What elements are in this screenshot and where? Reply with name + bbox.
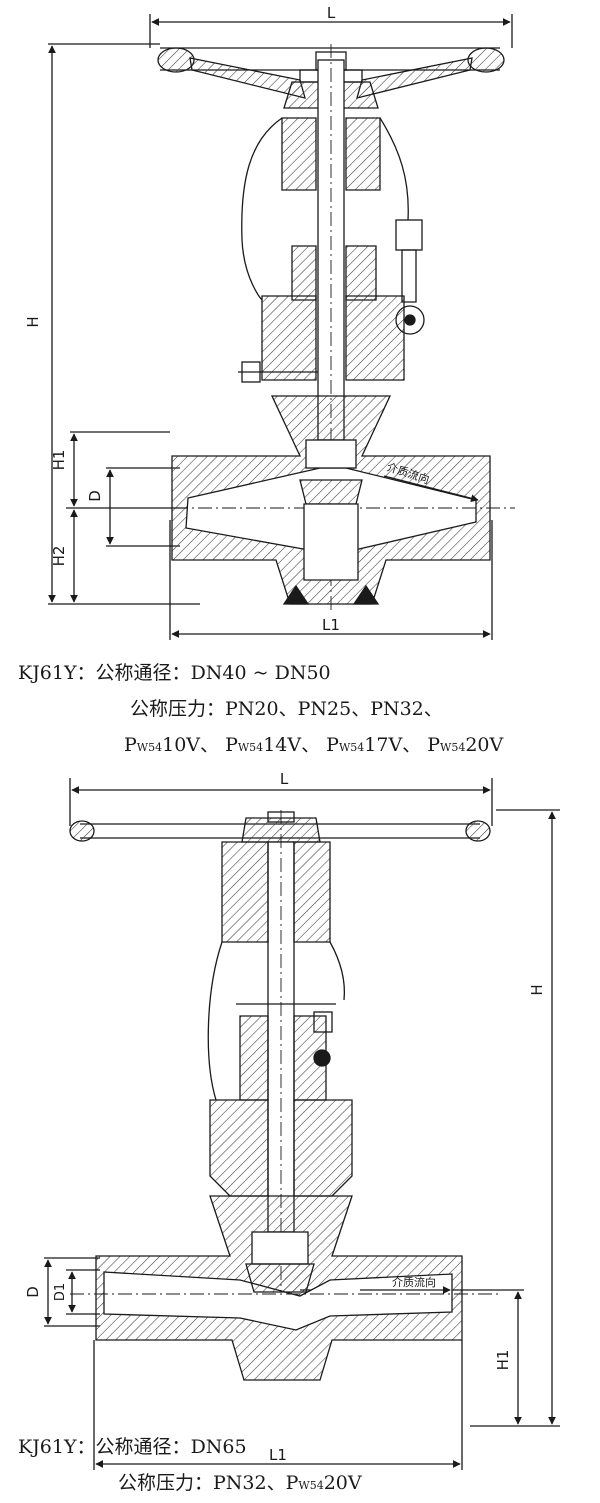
lower-pressure-label: 公称压力： bbox=[118, 1472, 214, 1494]
upper-caption-line2: 公称压力：PN20、PN25、PN32、 bbox=[130, 698, 443, 720]
upper-dim-h1-label: H1 bbox=[50, 450, 68, 471]
lower-dim-h1-label: H1 bbox=[494, 1350, 512, 1371]
lower-dim-l: L bbox=[69, 770, 493, 826]
lower-flow-label: 介质流向 bbox=[392, 1275, 436, 1289]
lower-pressure-values: PN32、 bbox=[213, 1472, 286, 1494]
upper-dim-h-label: H bbox=[24, 316, 42, 327]
upper-model-sep: ： bbox=[76, 662, 96, 684]
upper-pw-item: PW5414V、 bbox=[225, 734, 321, 756]
lower-caption-line1: KJ61Y：公称通径：DN65 bbox=[18, 1436, 247, 1458]
lower-pw-item: PW5420V bbox=[285, 1472, 362, 1494]
lower-bore-label: 公称通径： bbox=[95, 1436, 191, 1458]
upper-bore-label: 公称通径： bbox=[95, 662, 191, 684]
lower-dim-l1: L1 bbox=[93, 1340, 463, 1470]
upper-dim-l1: L1 bbox=[169, 520, 493, 640]
upper-pw-item: PW5417V、 bbox=[326, 734, 422, 756]
lower-bore-value: DN65 bbox=[190, 1436, 247, 1458]
upper-dim-l-label: L bbox=[327, 4, 336, 22]
lower-caption-line2: 公称压力：PN32、PW5420V bbox=[118, 1472, 362, 1497]
upper-valve-drawing: L H H1 H2 D D1 L1 bbox=[24, 4, 515, 640]
upper-caption-line1: KJ61Y：公称通径：DN40 ~ DN50 bbox=[18, 662, 331, 684]
lower-yoke bbox=[207, 841, 346, 1101]
upper-caption-line3: PW5410V、 PW5414V、 PW5417V、 PW5420V bbox=[124, 734, 503, 759]
lower-dim-h-label: H bbox=[528, 984, 546, 995]
upper-bore-value: DN40 ~ DN50 bbox=[190, 662, 331, 684]
upper-pressure-values: PN20、PN25、PN32、 bbox=[225, 698, 443, 720]
lower-dim-l1-label: L1 bbox=[269, 1446, 287, 1464]
lower-model-sep: ： bbox=[76, 1436, 96, 1458]
upper-body: 介质流向 bbox=[150, 395, 515, 605]
upper-dim-h2-label: H2 bbox=[50, 546, 68, 567]
upper-bonnet bbox=[238, 117, 409, 383]
lower-dim-d-label: D bbox=[24, 1286, 42, 1298]
upper-stem bbox=[317, 44, 345, 612]
lower-handwheel bbox=[69, 811, 491, 843]
upper-pressure-label: 公称压力： bbox=[130, 698, 226, 720]
upper-pw-item: PW5420V bbox=[427, 734, 504, 756]
lower-model: KJ61Y bbox=[18, 1436, 77, 1458]
upper-pw-item: PW5410V、 bbox=[124, 734, 220, 756]
upper-model: KJ61Y bbox=[18, 662, 77, 684]
upper-dim-l1-label: L1 bbox=[322, 616, 340, 634]
lower-body: 介质流向 bbox=[70, 1195, 500, 1381]
lower-dim-d1-label: D1 bbox=[53, 1283, 68, 1301]
upper-eyebolt bbox=[395, 219, 425, 335]
lower-dim-d: D D1 bbox=[24, 1257, 100, 1327]
lower-valve-drawing: L H H1 D D1 L1 bbox=[24, 770, 560, 1470]
upper-dim-d-label: D bbox=[86, 490, 104, 502]
lower-dim-l-label: L bbox=[280, 770, 289, 788]
upper-dim-l: L bbox=[149, 4, 513, 48]
lower-bonnet bbox=[209, 1011, 353, 1197]
